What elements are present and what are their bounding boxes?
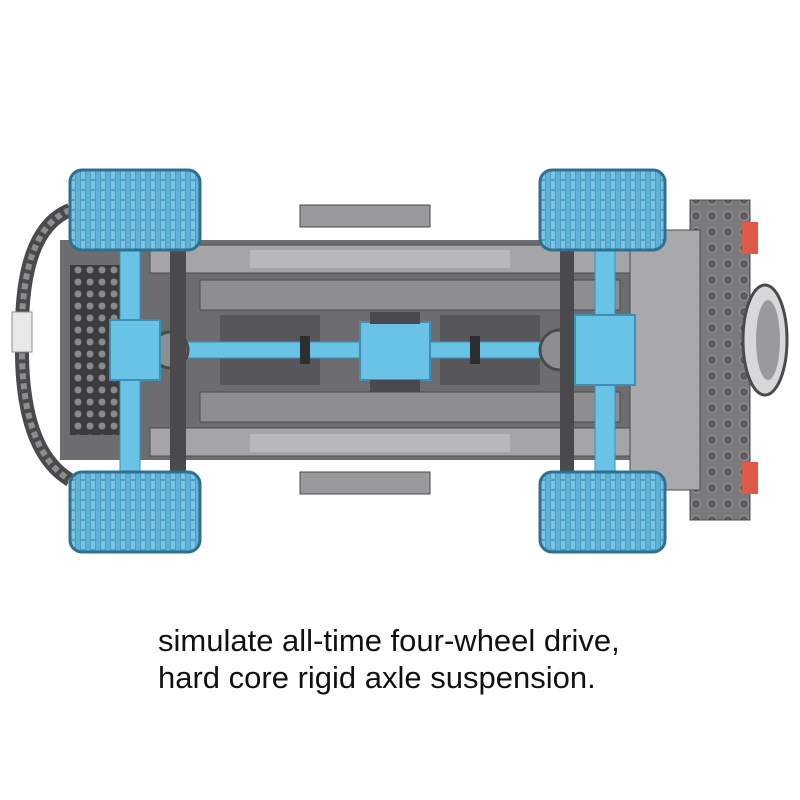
front-axle [109, 239, 186, 481]
caption-line-2: hard core rigid axle suspension. [158, 660, 596, 695]
caption-line-1: simulate all-time four-wheel drive, [158, 623, 620, 658]
rear-plate [629, 199, 789, 521]
front-right-wheel [68, 470, 202, 554]
front-bumper [11, 203, 74, 486]
rear-right-wheel [538, 470, 667, 554]
rear-left-wheel [538, 168, 667, 252]
rear-axle [560, 239, 636, 481]
caption: simulate all-time four-wheel drive, hard… [158, 622, 778, 696]
front-left-wheel [68, 168, 202, 252]
